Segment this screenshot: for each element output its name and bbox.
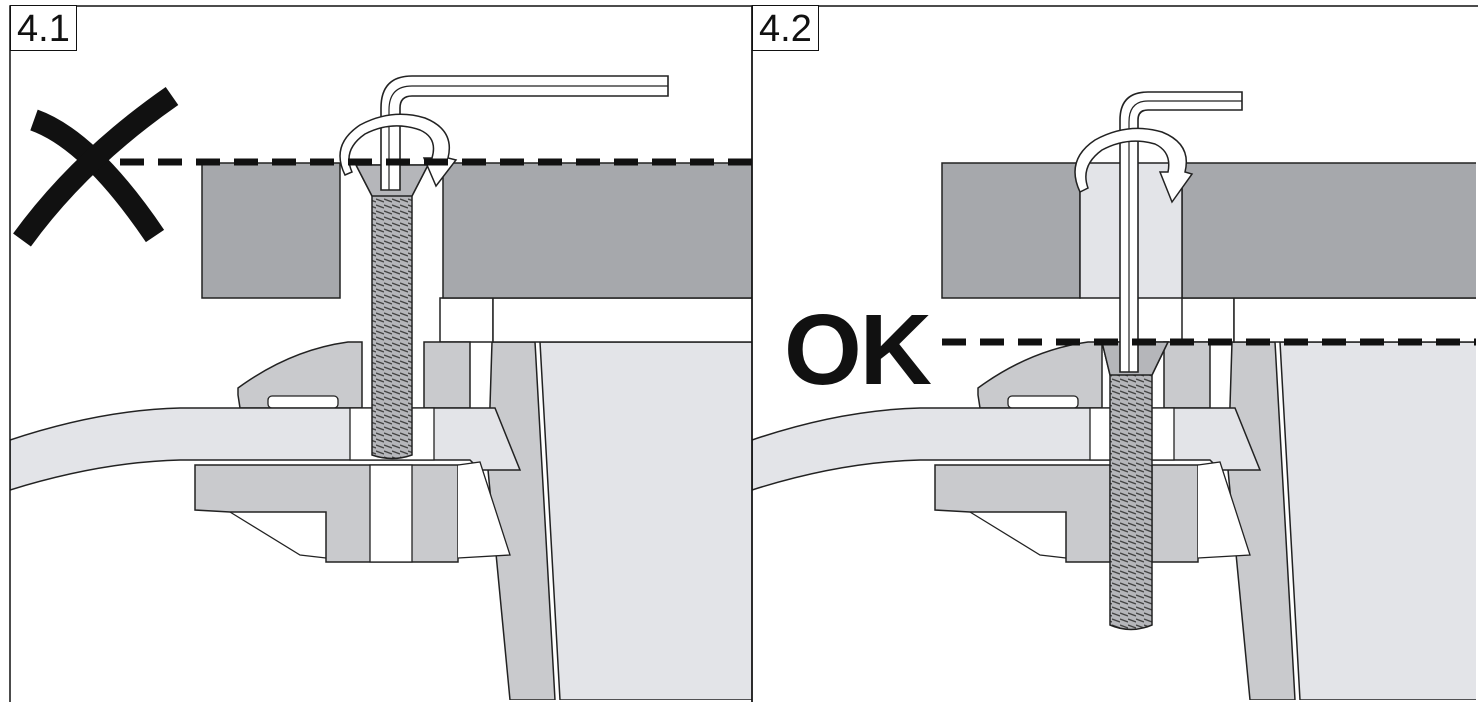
panel-4-2 <box>752 91 1476 700</box>
sink-basin-side <box>539 341 752 700</box>
panel-label-4-1: 4.1 <box>10 5 77 51</box>
panel-label-4-2: 4.2 <box>752 5 819 51</box>
worktop-right <box>442 162 752 299</box>
lower-clamp <box>934 464 1199 563</box>
panel-4-1 <box>10 75 752 700</box>
sink-basin-side <box>1279 341 1476 700</box>
ok-label: OK <box>784 294 932 406</box>
worktop-left <box>941 162 1081 299</box>
hex-key-icon <box>380 75 669 191</box>
screw-icon <box>354 164 430 460</box>
rotation-arrow-icon <box>339 113 458 188</box>
upper-clamp <box>237 341 363 409</box>
rotation-arrow-icon <box>1074 127 1194 204</box>
lower-clamp <box>194 464 459 563</box>
screw-icon <box>1101 341 1170 631</box>
worktop-right <box>1181 162 1476 299</box>
cross-icon <box>13 86 179 247</box>
spacer-block <box>439 297 494 343</box>
spacer-block <box>1181 297 1235 343</box>
panel-frame-4-2 <box>751 5 1478 702</box>
worktop-left <box>201 162 341 299</box>
